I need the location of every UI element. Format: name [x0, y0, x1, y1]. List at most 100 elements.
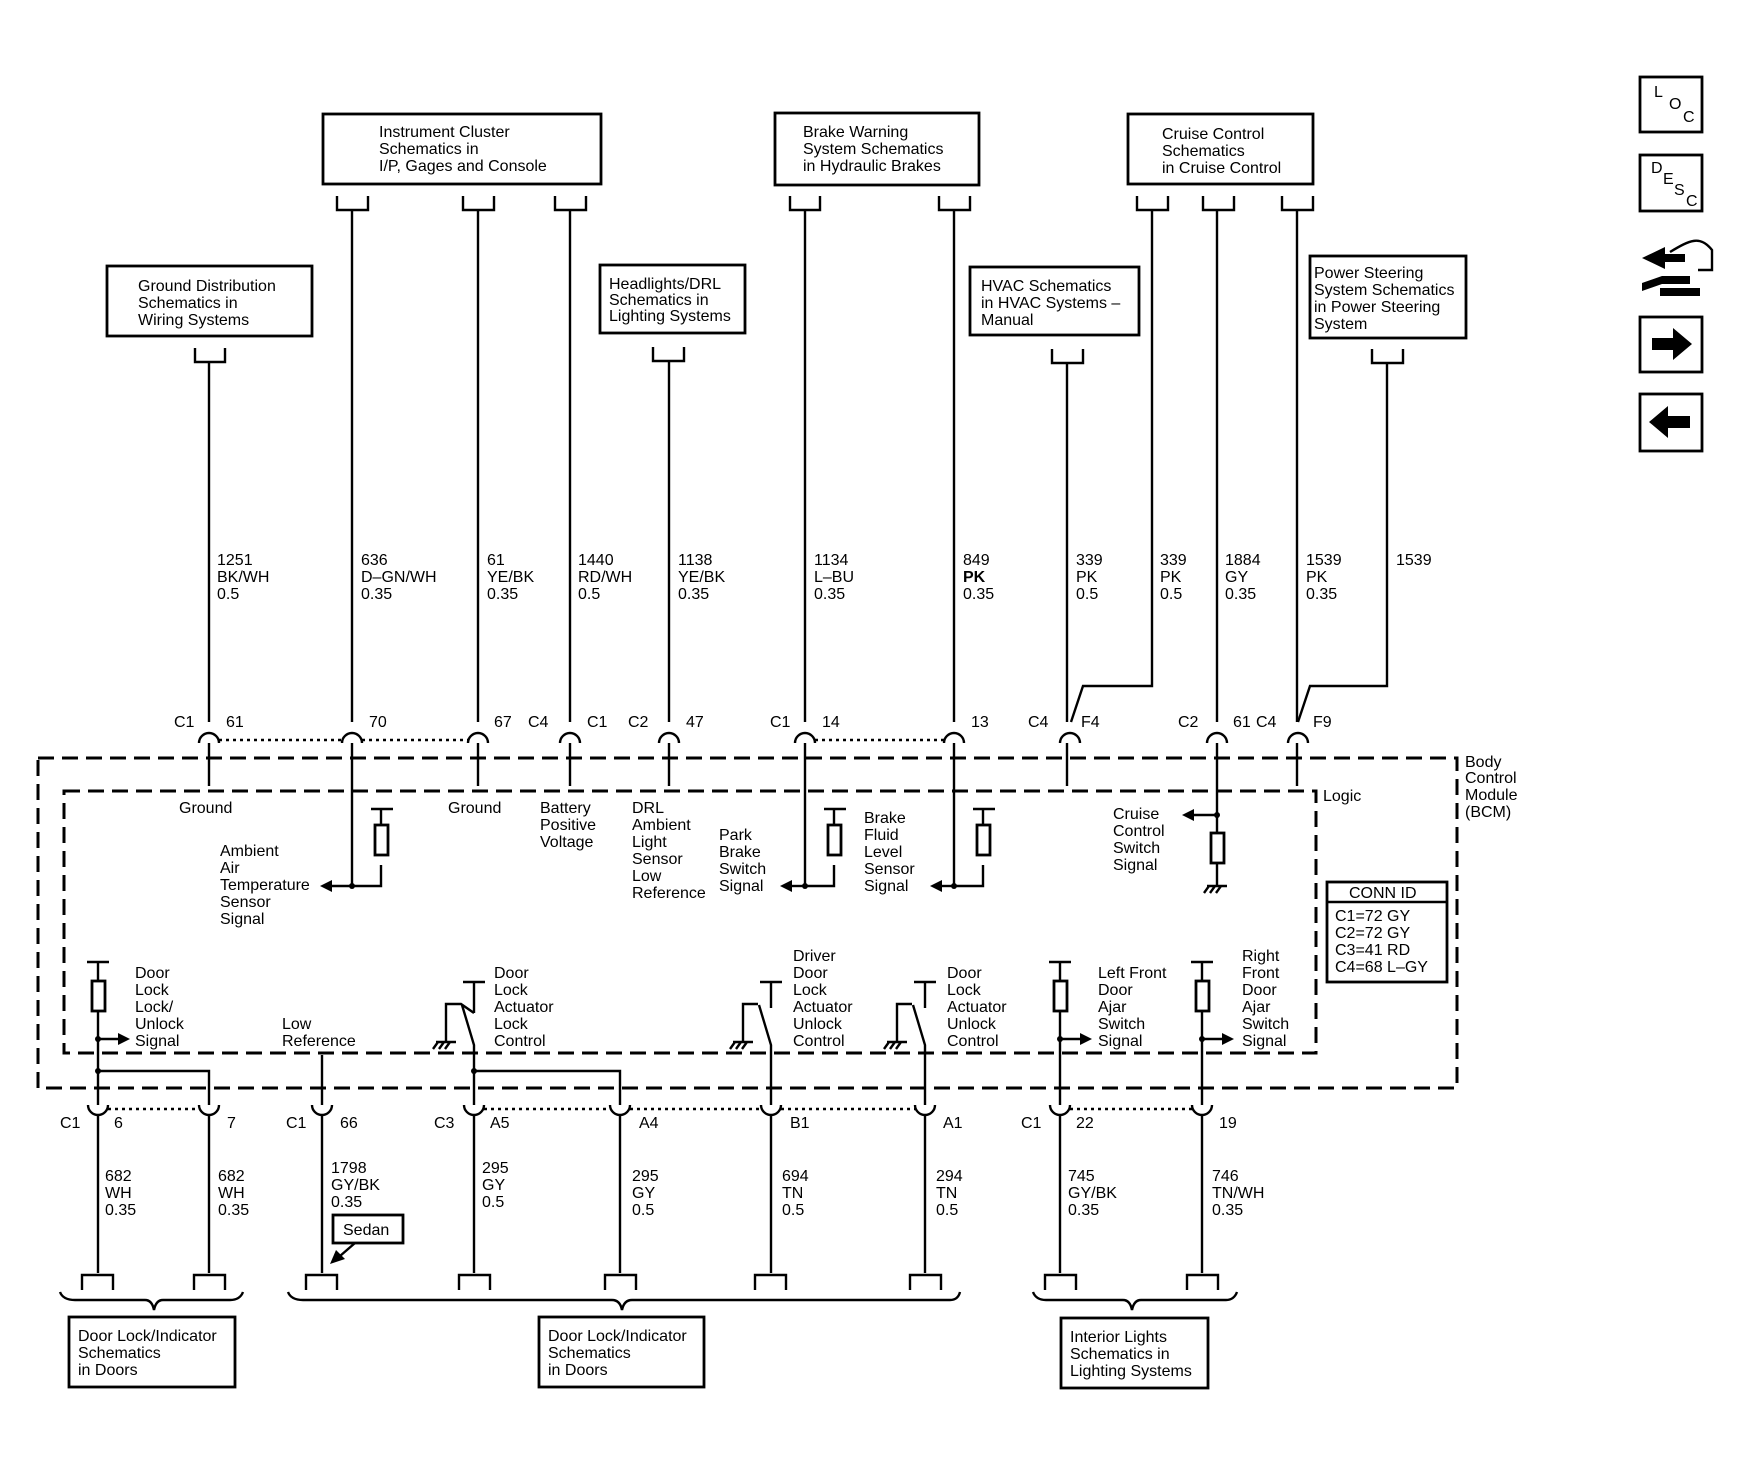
- svg-text:C3=41 RD: C3=41 RD: [1335, 942, 1410, 959]
- svg-text:C4: C4: [1256, 714, 1277, 731]
- wire-label-682-a: 682 WH 0.35: [105, 1168, 136, 1219]
- svg-text:Power Steering: Power Steering: [1314, 265, 1423, 282]
- ambient-air-temp-circuit: [320, 743, 393, 892]
- svg-text:Signal: Signal: [864, 878, 908, 895]
- svg-text:in Hydraulic Brakes: in Hydraulic Brakes: [803, 158, 941, 175]
- next-page-button[interactable]: [1638, 315, 1704, 374]
- svg-text:339: 339: [1076, 552, 1103, 569]
- svg-text:DRL: DRL: [632, 800, 664, 817]
- description-button[interactable]: D E S C: [1638, 153, 1704, 213]
- svg-text:Fluid: Fluid: [864, 827, 899, 844]
- svg-text:A5: A5: [490, 1115, 510, 1132]
- svg-text:Reference: Reference: [282, 1033, 356, 1050]
- svg-text:WH: WH: [105, 1185, 132, 1202]
- svg-text:A4: A4: [639, 1115, 659, 1132]
- svg-text:Air: Air: [220, 860, 240, 877]
- ambient-air-temp-label: Ambient Air Temperature Sensor Signal: [220, 843, 310, 928]
- wiring-tool-icon[interactable]: [1642, 239, 1714, 296]
- svg-text:682: 682: [218, 1168, 245, 1185]
- svg-text:Control: Control: [793, 1033, 845, 1050]
- svg-text:Door: Door: [947, 965, 982, 982]
- driver-unlock-circuit: [729, 980, 782, 1105]
- svg-text:Sensor: Sensor: [632, 851, 683, 868]
- svg-text:Ambient: Ambient: [220, 843, 279, 860]
- svg-text:Signal: Signal: [1242, 1033, 1286, 1050]
- svg-text:Control: Control: [494, 1033, 546, 1050]
- brake-warning-box: Brake Warning System Schematics in Hydra…: [773, 111, 981, 187]
- svg-text:Low: Low: [632, 868, 662, 885]
- top-connector-labels: C1 61 70 67 C4 C1 C2 47 C1 14 13 C4 F4 C…: [174, 714, 1332, 731]
- door-lock-box-left: Door Lock/Indicator Schematics in Doors: [67, 1315, 237, 1389]
- svg-text:67: 67: [494, 714, 512, 731]
- svg-text:C1=72 GY: C1=72 GY: [1335, 908, 1410, 925]
- wire-label-636: 636 D–GN/WH 0.35: [361, 552, 437, 603]
- svg-text:Lock: Lock: [494, 982, 529, 999]
- svg-text:C1: C1: [1021, 1115, 1042, 1132]
- svg-text:Lock/: Lock/: [135, 999, 174, 1016]
- park-brake-label: Park Brake Switch Signal: [719, 827, 766, 895]
- svg-text:0.35: 0.35: [1306, 586, 1337, 603]
- svg-text:Switch: Switch: [1242, 1016, 1289, 1033]
- svg-text:GY/BK: GY/BK: [1068, 1185, 1117, 1202]
- door-lock-signal-circuit: [87, 960, 211, 1105]
- svg-text:C1: C1: [587, 714, 608, 731]
- svg-text:Left Front: Left Front: [1098, 965, 1167, 982]
- sedan-tag: Sedan: [330, 1213, 405, 1264]
- svg-text:14: 14: [822, 714, 840, 731]
- svg-text:Signal: Signal: [220, 911, 264, 928]
- svg-text:Door Lock/Indicator: Door Lock/Indicator: [78, 1328, 217, 1345]
- desc-letter: S: [1674, 182, 1685, 199]
- svg-text:339: 339: [1160, 552, 1187, 569]
- svg-text:295: 295: [632, 1168, 659, 1185]
- svg-text:Ambient: Ambient: [632, 817, 691, 834]
- svg-text:7: 7: [227, 1115, 236, 1132]
- conn-id-table: CONN ID C1=72 GY C2=72 GY C3=41 RD C4=68…: [1325, 880, 1449, 984]
- door-lock-box-middle: Door Lock/Indicator Schematics in Doors: [537, 1315, 706, 1389]
- arrow-right-icon: [1652, 328, 1692, 360]
- svg-text:in Doors: in Doors: [78, 1362, 138, 1379]
- wire-label-746: 746 TN/WH 0.35: [1212, 1168, 1264, 1219]
- svg-text:Reference: Reference: [632, 885, 706, 902]
- svg-text:PK: PK: [1076, 569, 1098, 586]
- svg-text:in Power Steering: in Power Steering: [1314, 299, 1440, 316]
- svg-text:C3: C3: [434, 1115, 455, 1132]
- wire-label-694: 694 TN 0.5: [782, 1168, 809, 1219]
- svg-text:0.35: 0.35: [1212, 1202, 1243, 1219]
- svg-text:0.35: 0.35: [814, 586, 845, 603]
- svg-text:Schematics in: Schematics in: [138, 295, 238, 312]
- svg-text:0.5: 0.5: [482, 1194, 504, 1211]
- top-connector-terminals: [197, 731, 1310, 744]
- svg-text:6: 6: [114, 1115, 123, 1132]
- previous-page-button[interactable]: [1638, 392, 1704, 453]
- svg-text:Door: Door: [793, 965, 828, 982]
- svg-text:1539: 1539: [1396, 552, 1432, 569]
- svg-text:TN: TN: [936, 1185, 957, 1202]
- lf-door-ajar-circuit: [1049, 960, 1092, 1105]
- svg-text:Headlights/DRL: Headlights/DRL: [609, 276, 721, 293]
- svg-text:C1: C1: [770, 714, 791, 731]
- svg-text:Unlock: Unlock: [947, 1016, 997, 1033]
- desc-letter: C: [1686, 193, 1698, 210]
- svg-text:Right: Right: [1242, 948, 1280, 965]
- svg-text:Module: Module: [1465, 787, 1518, 804]
- svg-text:BK/WH: BK/WH: [217, 569, 269, 586]
- cruise-control-box: Cruise Control Schematics in Cruise Cont…: [1126, 112, 1315, 186]
- svg-text:F4: F4: [1081, 714, 1100, 731]
- location-button[interactable]: L O C: [1638, 75, 1704, 134]
- wire-label-682-b: 682 WH 0.35: [218, 1168, 249, 1219]
- svg-text:Brake: Brake: [719, 844, 761, 861]
- svg-text:GY: GY: [482, 1177, 505, 1194]
- svg-text:C2: C2: [628, 714, 649, 731]
- svg-text:TN/WH: TN/WH: [1212, 1185, 1264, 1202]
- svg-text:22: 22: [1076, 1115, 1094, 1132]
- svg-text:Lighting Systems: Lighting Systems: [1070, 1363, 1192, 1380]
- wire-label-1539-b: 1539: [1396, 552, 1432, 569]
- loc-letter: L: [1654, 84, 1663, 101]
- svg-text:61: 61: [1233, 714, 1251, 731]
- rf-door-ajar-label: Right Front Door Ajar Switch Signal: [1242, 948, 1289, 1050]
- svg-text:0.35: 0.35: [331, 1194, 362, 1211]
- svg-text:Battery: Battery: [540, 800, 591, 817]
- svg-text:Control: Control: [1113, 823, 1165, 840]
- svg-text:Schematics in: Schematics in: [379, 141, 479, 158]
